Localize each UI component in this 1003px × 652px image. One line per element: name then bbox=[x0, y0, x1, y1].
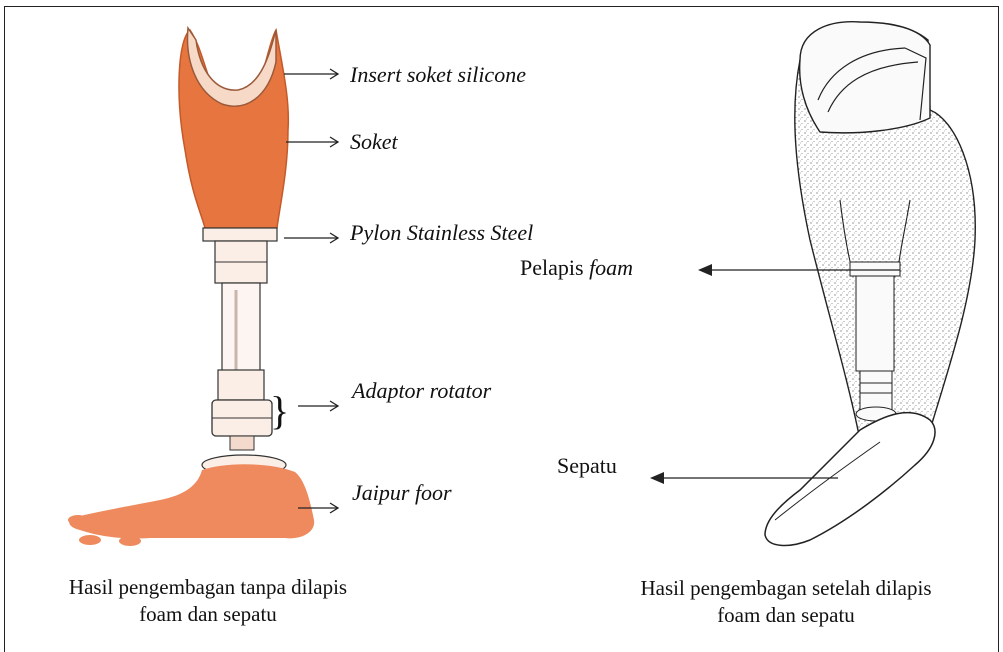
caption-right-line1: Hasil pengembagan setelah dilapis bbox=[588, 575, 984, 602]
socket-top-shape bbox=[800, 22, 930, 133]
socket-ring bbox=[203, 228, 277, 241]
right-prosthesis bbox=[765, 22, 975, 546]
label-pelapis-foam: Pelapis foam bbox=[520, 257, 633, 279]
label-pelapis-prefix: Pelapis bbox=[520, 255, 589, 280]
left-prosthesis: } bbox=[68, 28, 314, 546]
jaipur-foot-shape bbox=[69, 464, 314, 538]
arrowhead-foam bbox=[698, 264, 712, 276]
caption-left-line2: foam dan sepatu bbox=[22, 601, 394, 628]
label-insert-silicone: Insert soket silicone bbox=[350, 64, 526, 86]
arrowhead-shoe bbox=[650, 472, 664, 484]
shoe-shape bbox=[765, 413, 935, 546]
label-foam-italic: foam bbox=[589, 255, 633, 280]
caption-left: Hasil pengembagan tanpa dilapis foam dan… bbox=[22, 574, 394, 628]
label-soket: Soket bbox=[350, 131, 398, 153]
svg-text:}: } bbox=[270, 388, 289, 433]
label-pylon: Pylon Stainless Steel bbox=[350, 222, 533, 244]
left-arrows bbox=[284, 69, 338, 513]
label-adaptor-rotator: Adaptor rotator bbox=[352, 380, 491, 402]
caption-right: Hasil pengembagan setelah dilapis foam d… bbox=[588, 575, 984, 629]
caption-left-line1: Hasil pengembagan tanpa dilapis bbox=[22, 574, 394, 601]
caption-right-line2: foam dan sepatu bbox=[588, 602, 984, 629]
label-sepatu: Sepatu bbox=[557, 455, 617, 477]
label-jaipur-foot: Jaipur foor bbox=[352, 482, 452, 504]
